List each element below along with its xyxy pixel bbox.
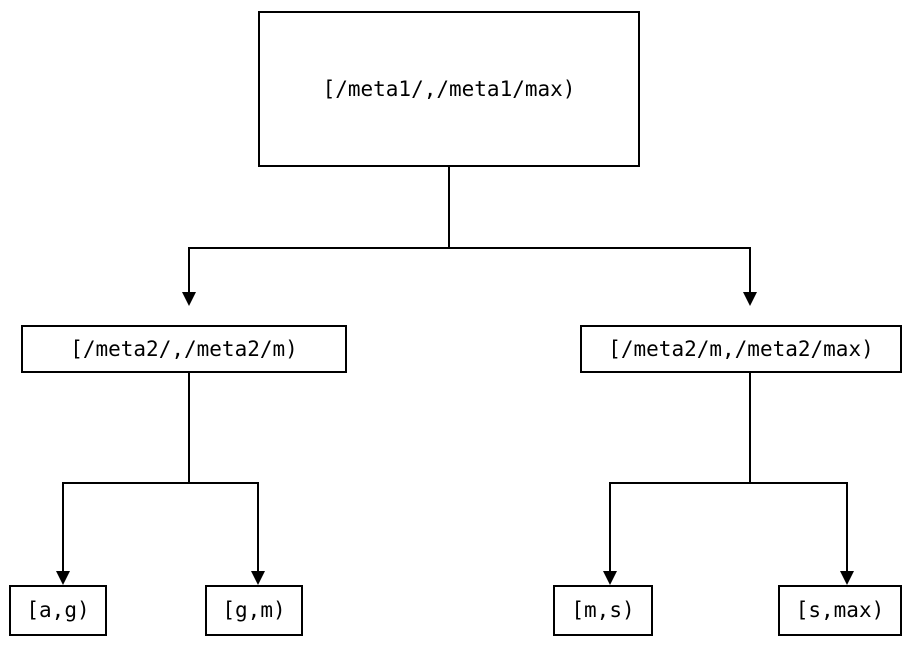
edge-mid-left-crossbar xyxy=(62,482,259,484)
arrowhead-root-to-mid-right xyxy=(743,292,757,306)
node-leaf-m-s[interactable]: [m,s) xyxy=(553,585,653,636)
arrowhead-root-to-mid-left xyxy=(182,292,196,306)
edge-mid-left-to-leaf1-drop xyxy=(62,482,64,571)
node-leaf-a-g[interactable]: [a,g) xyxy=(9,585,107,636)
node-root-label: [/meta1/,/meta1/max) xyxy=(322,76,576,101)
node-leaf-s-max-label: [s,max) xyxy=(795,598,885,622)
edge-mid-left-stem xyxy=(188,373,190,484)
arrowhead-mid-right-to-leaf4 xyxy=(840,571,854,585)
edge-mid-right-to-leaf3-drop xyxy=(609,482,611,571)
edge-mid-right-to-leaf4-drop xyxy=(846,482,848,571)
edge-root-crossbar xyxy=(188,247,751,249)
edge-root-to-mid-right-drop xyxy=(749,247,751,292)
edge-root-stem xyxy=(448,167,450,249)
edge-mid-right-crossbar xyxy=(609,482,848,484)
node-root[interactable]: [/meta1/,/meta1/max) xyxy=(258,11,640,167)
node-leaf-s-max[interactable]: [s,max) xyxy=(778,585,902,636)
node-leaf-g-m-label: [g,m) xyxy=(222,598,286,622)
arrowhead-mid-right-to-leaf3 xyxy=(603,571,617,585)
node-mid-left-label: [/meta2/,/meta2/m) xyxy=(70,336,298,361)
edge-root-to-mid-left-drop xyxy=(188,247,190,292)
arrowhead-mid-left-to-leaf1 xyxy=(56,571,70,585)
node-mid-right-label: [/meta2/m,/meta2/max) xyxy=(608,336,874,361)
node-mid-left[interactable]: [/meta2/,/meta2/m) xyxy=(21,325,347,373)
node-leaf-m-s-label: [m,s) xyxy=(571,598,635,622)
edge-mid-right-stem xyxy=(749,373,751,484)
node-leaf-g-m[interactable]: [g,m) xyxy=(205,585,303,636)
node-leaf-a-g-label: [a,g) xyxy=(26,598,90,622)
arrowhead-mid-left-to-leaf2 xyxy=(251,571,265,585)
edge-mid-left-to-leaf2-drop xyxy=(257,482,259,571)
node-mid-right[interactable]: [/meta2/m,/meta2/max) xyxy=(580,325,902,373)
